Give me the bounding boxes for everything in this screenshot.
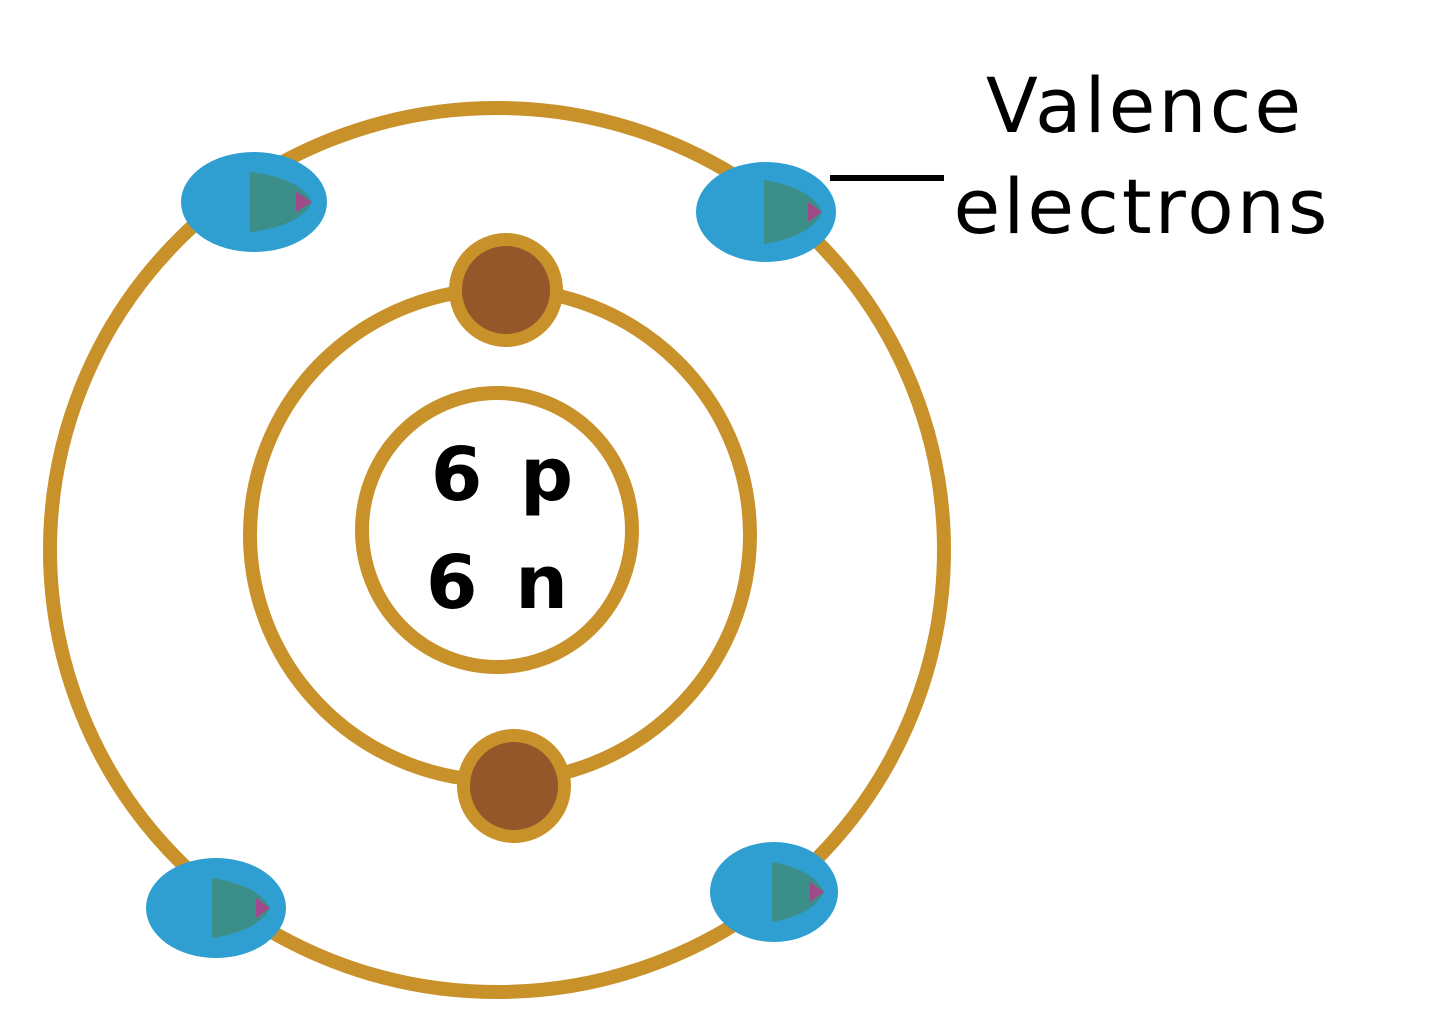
inner-shell-orbit <box>243 282 757 788</box>
nucleus-boundary <box>355 386 639 674</box>
inner-electron-bottom <box>457 729 571 843</box>
outer-shell-orbit <box>43 101 951 999</box>
neutrons-label: 6 n <box>426 540 574 626</box>
valence-electron-bottom-left <box>146 858 286 958</box>
valence-electron-top-right <box>696 162 836 262</box>
valence-electron-bottom-right <box>710 842 838 942</box>
valence-label-line1: Valence <box>986 61 1304 150</box>
inner-electron-top <box>449 233 563 347</box>
valence-electron-top-left <box>181 152 327 252</box>
protons-label: 6 p <box>431 432 579 518</box>
valence-label-line2: electrons <box>953 162 1330 251</box>
